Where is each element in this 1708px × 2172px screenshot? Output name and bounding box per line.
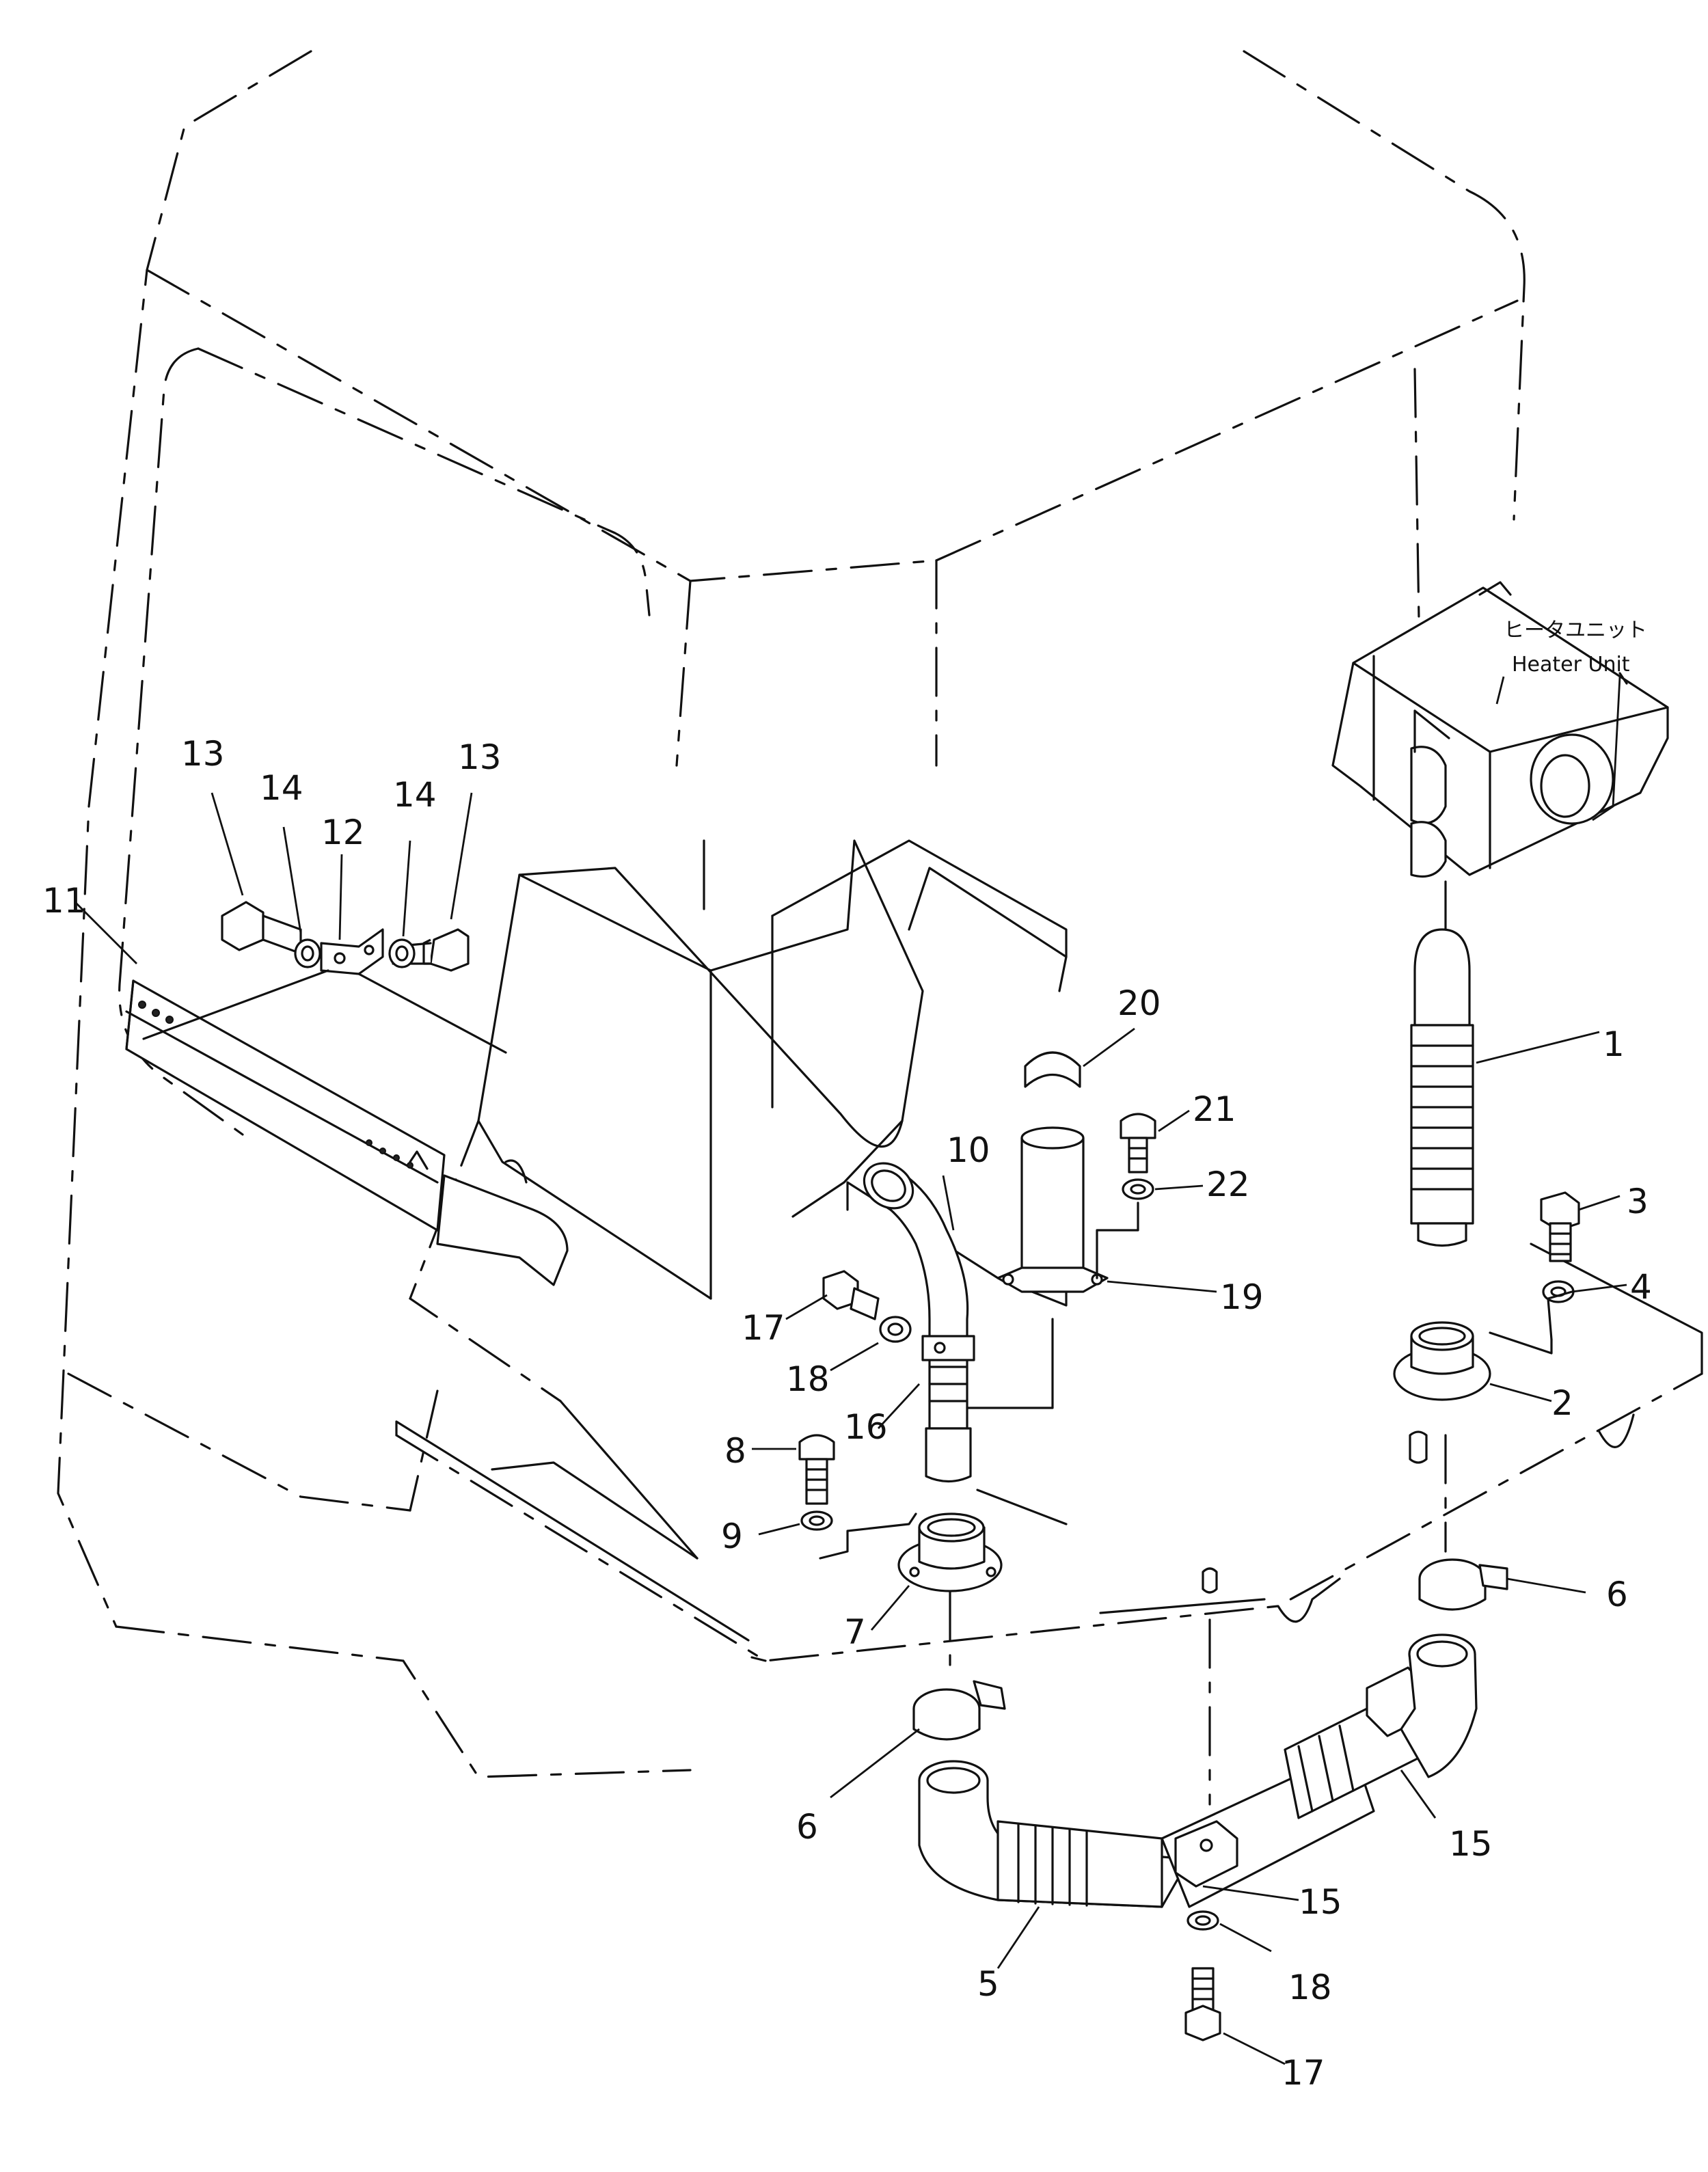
heater-unit-label-en: Heater Unit	[1512, 653, 1630, 677]
clamp-6-left	[912, 1680, 1006, 1741]
callout-13-left: 13	[181, 734, 225, 774]
callout-16: 16	[844, 1407, 888, 1447]
flange-7	[897, 1512, 1003, 1592]
heater-unit-label-ja: ヒータユニット	[1504, 619, 1647, 642]
callout-18-upper: 18	[786, 1359, 830, 1399]
pipe-19-20	[997, 1051, 1109, 1293]
bracket-12	[142, 928, 507, 1054]
callout-8: 8	[724, 1431, 746, 1471]
mark-top	[1202, 1567, 1218, 1594]
washer-18-lower	[1187, 1910, 1219, 1931]
bolt-17-upper	[822, 1270, 880, 1320]
callout-17-lower: 17	[1282, 2053, 1325, 2093]
floor-plate	[395, 1243, 1703, 1662]
callout-19: 19	[1220, 1277, 1264, 1317]
duct-11	[125, 979, 569, 1286]
callout-3: 3	[1627, 1182, 1649, 1221]
washer-18-upper	[879, 1316, 912, 1343]
callout-18-lower: 18	[1288, 1968, 1332, 2007]
flange-2	[1393, 1321, 1491, 1401]
callout-15-lower: 15	[1299, 1882, 1342, 1922]
clamp-6-right	[1418, 1558, 1508, 1611]
callout-6-right: 6	[1606, 1575, 1628, 1614]
callout-12: 12	[321, 813, 365, 852]
callout-9: 9	[721, 1517, 743, 1556]
bolt-8	[798, 1434, 835, 1505]
washer-22	[1122, 1178, 1154, 1200]
hose-10	[863, 1162, 975, 1483]
callouts: 1 2 3 4 5 6 6 7 8 9 10 11 12 13 13 14 14…	[42, 734, 1652, 2093]
bolt-3	[1540, 1191, 1580, 1262]
bolts-13-washers-14	[221, 901, 470, 972]
callout-21: 21	[1193, 1089, 1236, 1129]
callout-2: 2	[1551, 1383, 1573, 1423]
callout-22: 22	[1206, 1165, 1250, 1204]
callout-5: 5	[977, 1964, 999, 2004]
callout-1: 1	[1603, 1024, 1625, 1064]
callout-20: 20	[1117, 983, 1161, 1023]
mark-right	[1409, 1430, 1428, 1464]
clamp-15-lower	[1174, 1820, 1238, 1888]
hose-1	[1410, 880, 1474, 1247]
heater-unit	[1331, 581, 1669, 878]
callout-10: 10	[947, 1130, 990, 1170]
callout-13-right: 13	[458, 737, 502, 777]
cab-outline	[57, 50, 1526, 1778]
heater-unit-label: ヒータユニット Heater Unit	[1495, 619, 1647, 822]
bolt-21	[1120, 1113, 1156, 1173]
callout-14-left: 14	[260, 768, 303, 808]
washer-9	[800, 1510, 833, 1531]
callout-17-upper: 17	[742, 1308, 785, 1348]
callout-14-right: 14	[393, 775, 437, 815]
callout-4: 4	[1630, 1267, 1652, 1307]
callout-6-left: 6	[796, 1807, 818, 1847]
callout-7: 7	[844, 1612, 866, 1652]
hose-15-upper	[1284, 1633, 1478, 1819]
bolt-17-lower	[1184, 1967, 1221, 2041]
callout-15-right: 15	[1449, 1824, 1493, 1864]
callout-11: 11	[42, 881, 86, 921]
